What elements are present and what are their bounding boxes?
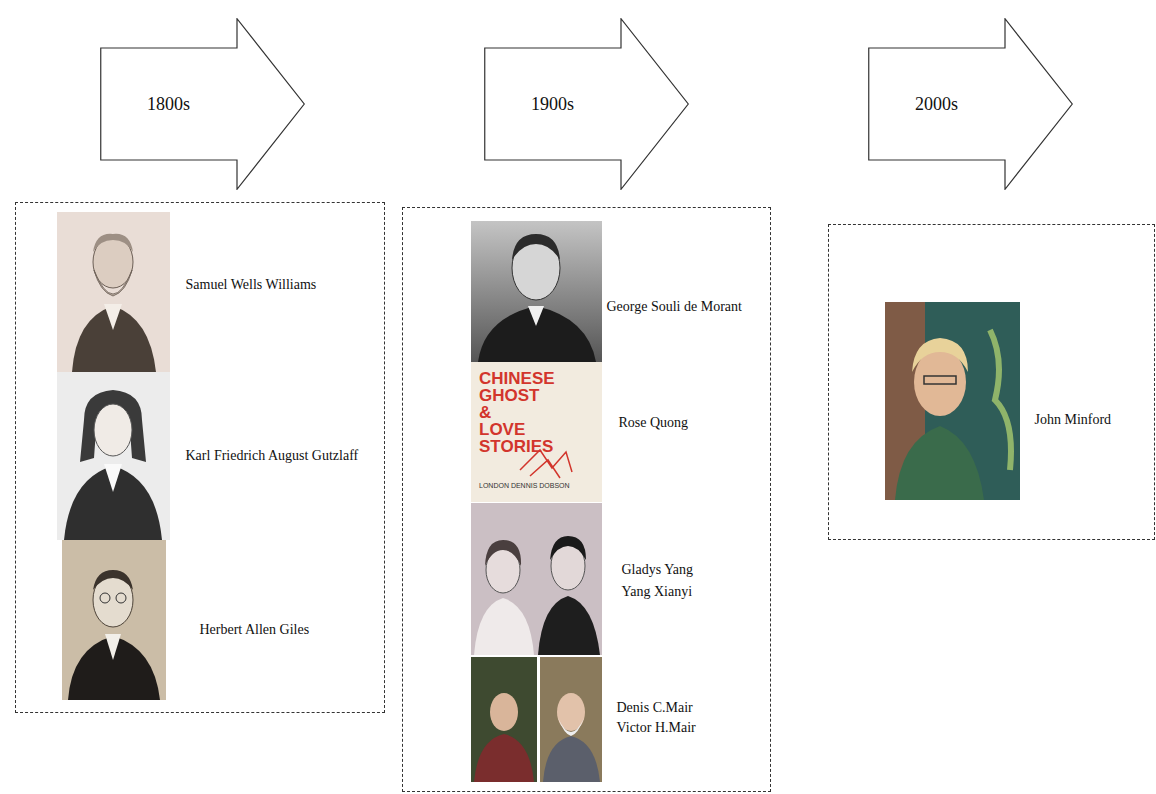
translator-name: Herbert Allen Giles — [200, 621, 310, 639]
period-label: 1900s — [484, 48, 621, 160]
portrait-mair — [471, 657, 602, 782]
translator-name: Samuel Wells Williams — [186, 276, 317, 294]
translator-name: Victor H.Mair — [617, 719, 696, 737]
translator-name: Gladys Yang — [622, 561, 694, 579]
portrait-de-morant — [471, 221, 602, 362]
period-label: 1800s — [100, 48, 237, 160]
arrow-outline — [868, 18, 1073, 190]
arrow-outline — [100, 18, 305, 190]
portrait-gutzlaff — [57, 372, 170, 540]
portrait-giles — [62, 540, 166, 700]
arrow-polygon — [869, 19, 1073, 190]
arrow-polygon — [485, 19, 689, 190]
period-arrow: 2000s — [868, 18, 1073, 190]
translator-name: John Minford — [1035, 411, 1112, 429]
period-group-box: Samuel Wells WilliamsKarl Friedrich Augu… — [15, 202, 385, 713]
period-group-box: John Minford — [828, 224, 1155, 540]
translator-name: Rose Quong — [619, 414, 689, 432]
portrait-williams — [57, 212, 170, 372]
period-label: 2000s — [868, 48, 1005, 160]
arrow-outline — [484, 18, 689, 190]
translator-name: Yang Xianyi — [622, 583, 693, 601]
book-publisher: LONDON DENNIS DOBSON — [479, 482, 599, 490]
portrait-minford — [885, 302, 1020, 500]
period-group-box: George Souli de MorantRose QuongGladys Y… — [402, 207, 771, 792]
translator-name: Karl Friedrich August Gutzlaff — [186, 447, 359, 465]
portrait-yang — [471, 503, 602, 655]
book-title: CHINESE GHOST & LOVE STORIES — [479, 370, 599, 455]
arrow-polygon — [101, 19, 305, 190]
period-arrow: 1900s — [484, 18, 689, 190]
translator-name: George Souli de Morant — [607, 298, 742, 316]
translator-name: Denis C.Mair — [617, 699, 693, 717]
period-arrow: 1800s — [100, 18, 305, 190]
book-cover — [471, 362, 602, 502]
